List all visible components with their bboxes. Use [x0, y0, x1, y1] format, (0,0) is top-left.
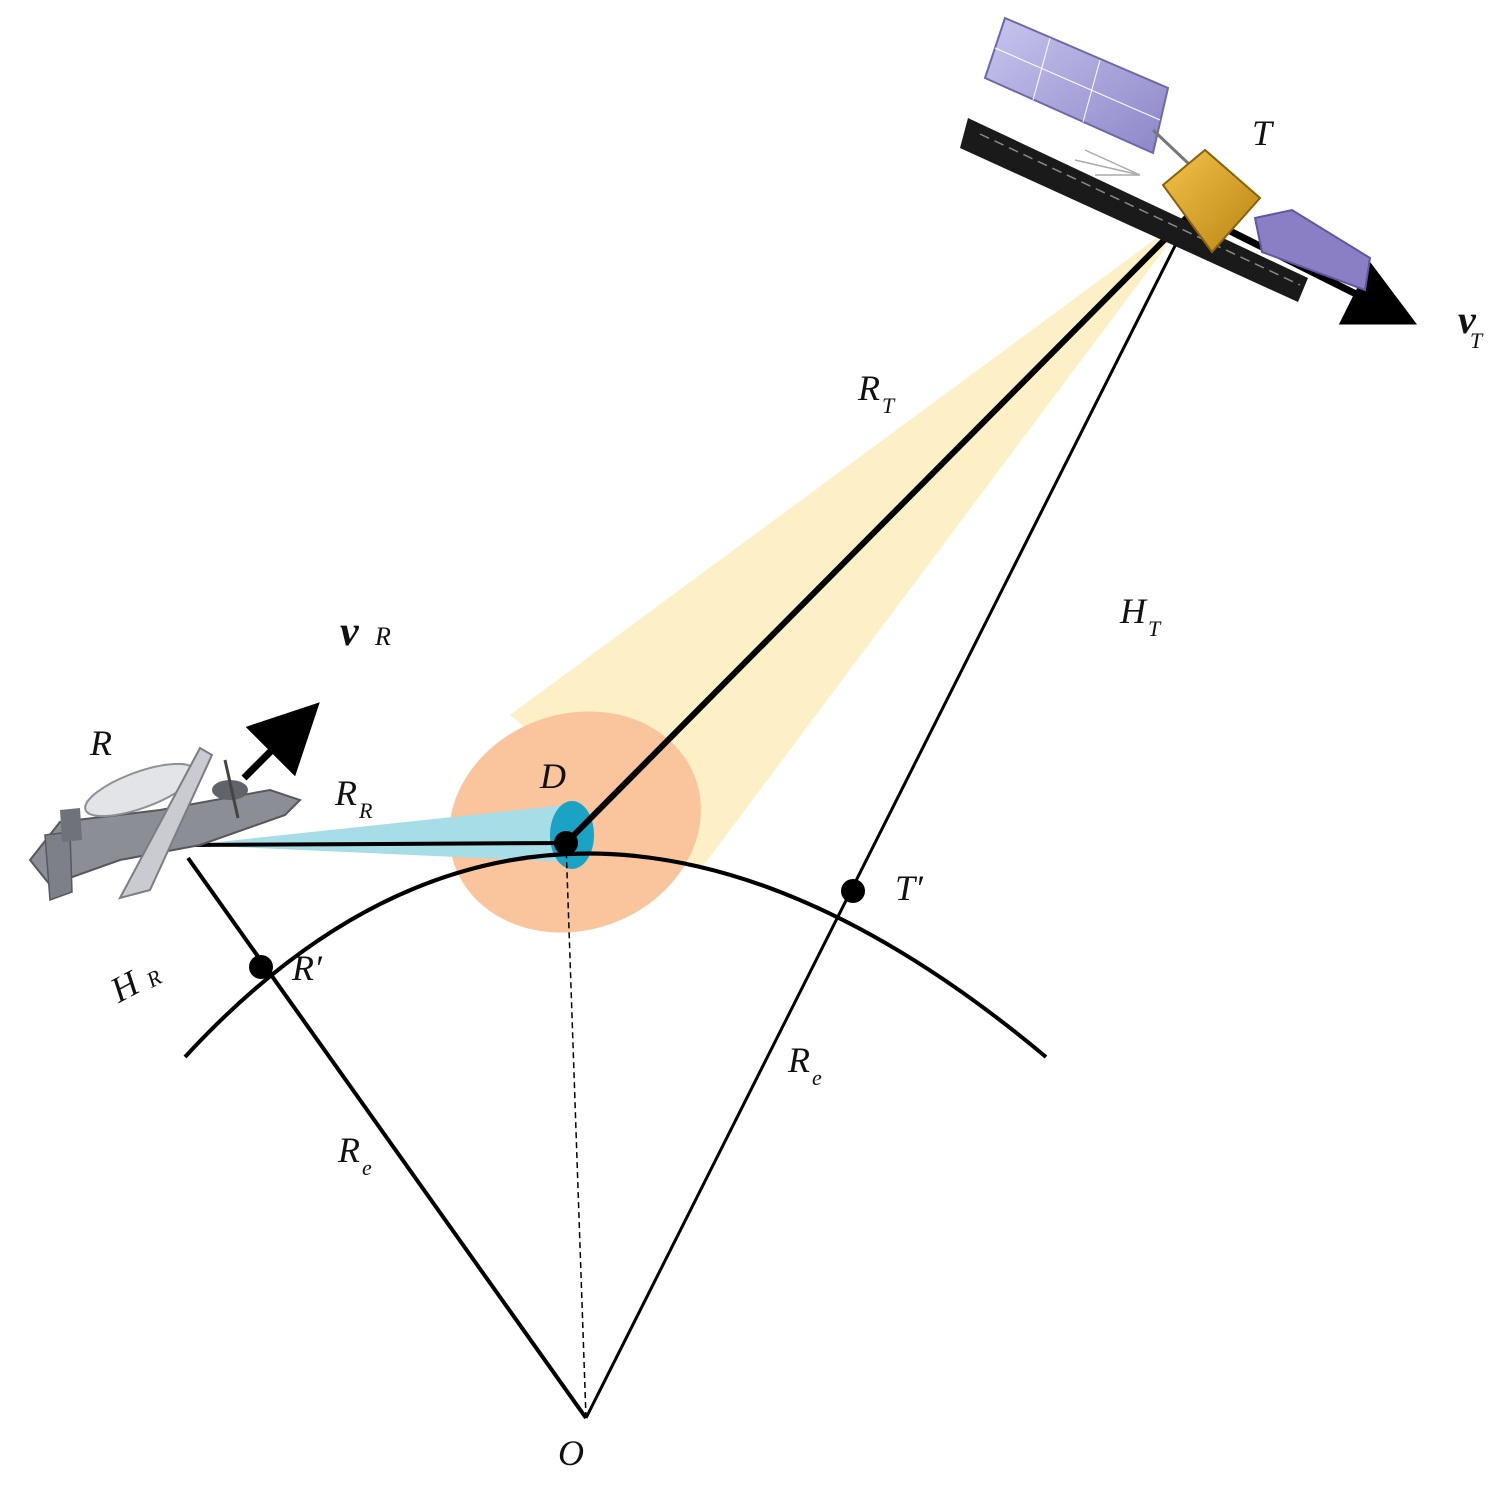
- earth-radius-left-line: [186, 856, 588, 1420]
- receiver-velocity-subscript: R: [374, 622, 391, 651]
- earth-surface-arc: [183, 851, 1048, 1059]
- earth-radius-right-line: [584, 211, 1194, 1419]
- receiver-range-subscript: R: [358, 798, 373, 823]
- transmitter-velocity-label: v: [1458, 297, 1477, 342]
- target-point: [554, 831, 578, 855]
- target-label: D: [539, 756, 566, 796]
- transmit-beam: [510, 212, 1192, 870]
- earth-center-label: O: [558, 1433, 584, 1473]
- receiver-range-label: R: [334, 773, 357, 813]
- airborne-radar-aircraft-icon: [28, 746, 302, 902]
- receiver-range-line: [191, 841, 567, 847]
- earth-radius-left-label: R: [337, 1130, 360, 1170]
- transmitter-height-subscript: T: [1148, 616, 1162, 641]
- receiver-label: R: [89, 723, 112, 763]
- transmitter-velocity-subscript: T: [1470, 328, 1484, 353]
- receiver-height-label: H: [103, 962, 147, 1011]
- satellite-icon: [960, 16, 1372, 302]
- receive-beam: [190, 805, 568, 862]
- receiver-ground-label: R′: [291, 948, 323, 988]
- earth-radius-left-subscript: e: [362, 1155, 372, 1180]
- receiver-velocity-arrow: [241, 702, 320, 781]
- center-to-target-dashed-line: [565, 842, 587, 1419]
- earth-radius-right-subscript: e: [812, 1065, 822, 1090]
- transmitter-height-label: H: [1119, 591, 1148, 631]
- transmitter-range-subscript: T: [882, 393, 896, 418]
- transmitter-ground-label: T′: [895, 868, 924, 908]
- transmitter-ground-point: [841, 879, 865, 903]
- receiver-ground-point: [249, 955, 273, 979]
- transmitter-label: T: [1252, 113, 1275, 153]
- transmitter-range-line: [563, 209, 1195, 846]
- receiver-velocity-label: v: [340, 609, 360, 655]
- transmitter-range-label: R: [857, 368, 880, 408]
- earth-radius-right-label: R: [787, 1040, 810, 1080]
- receiver-height-subscript: R: [141, 964, 166, 993]
